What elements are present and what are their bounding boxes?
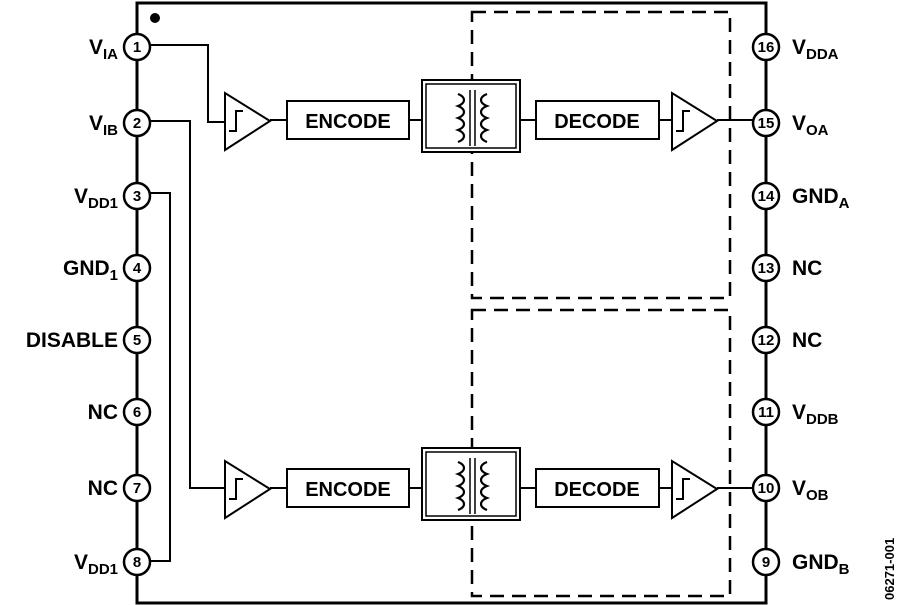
pin-number-7: 7	[133, 480, 141, 497]
pin-label-7: NC	[88, 477, 118, 500]
pin-number-11: 11	[758, 404, 774, 421]
pin-number-9: 9	[762, 554, 770, 571]
schmitt-buffer-b-output	[671, 459, 719, 520]
pin-label-13: NC	[792, 257, 822, 280]
pin-number-16: 16	[758, 39, 775, 56]
channel-b: ENCODE DECODE	[224, 447, 719, 521]
pin-number-10: 10	[758, 480, 775, 497]
pin-circle-7	[122, 473, 152, 503]
encode-block-b	[286, 468, 410, 508]
buffer-triangle	[671, 459, 719, 520]
channel-a: ENCODE DECODE	[224, 79, 719, 153]
buffer-triangle	[224, 459, 272, 520]
pin-number-3: 3	[133, 188, 141, 205]
figure-code: 06271-001	[882, 538, 897, 600]
pin-circle-14	[751, 181, 781, 211]
decode-block-a	[535, 100, 660, 140]
pin-number-14: 14	[758, 188, 775, 205]
pin-circle-11	[751, 397, 781, 427]
pin-circle-2	[122, 108, 152, 138]
pin-number-6: 6	[133, 404, 141, 421]
pin-number-2: 2	[133, 115, 141, 132]
encode-block-a	[286, 100, 410, 140]
pin-number-8: 8	[133, 554, 141, 571]
pin-number-4: 4	[133, 260, 142, 277]
pin-circle-13	[751, 253, 781, 283]
schmitt-buffer-a-output	[671, 91, 719, 152]
pin-number-15: 15	[758, 115, 775, 132]
pin-label-11: VDDB	[792, 401, 839, 428]
schmitt-trigger-icon	[676, 110, 690, 132]
isolation-barrier-b	[470, 308, 732, 598]
pin-label-4: GND1	[63, 257, 118, 284]
pin-label-9: GNDB	[792, 551, 850, 578]
wire-vib-to-buffer-b	[150, 120, 225, 489]
schmitt-buffer-a-input	[224, 91, 272, 152]
pin-label-8: VDD1	[74, 551, 118, 578]
transformer-a	[421, 79, 521, 153]
pin-label-5: DISABLE	[26, 329, 118, 352]
pin-number-5: 5	[133, 332, 141, 349]
buffer-triangle	[671, 91, 719, 152]
secondary-coil	[479, 460, 491, 512]
pin-number-1: 1	[133, 39, 141, 56]
schmitt-trigger-icon	[229, 478, 243, 500]
decode-block-b	[535, 468, 660, 508]
pin-label-3: VDD1	[74, 185, 118, 212]
pin-label-2: VIB	[89, 112, 118, 139]
right-pins	[751, 32, 781, 577]
isolation-barrier-a	[470, 10, 732, 300]
encode-label-b: ENCODE	[305, 479, 391, 501]
pin1-indicator-dot	[150, 13, 160, 23]
pin-circle-4	[122, 253, 152, 283]
pin-circle-6	[122, 397, 152, 427]
pin-circle-3	[122, 181, 152, 211]
schmitt-trigger-icon	[229, 110, 243, 132]
pin-circle-16	[751, 32, 781, 62]
pin-label-10: VOB	[792, 477, 829, 504]
pin-circle-9	[751, 547, 781, 577]
decode-label-a: DECODE	[554, 111, 640, 133]
primary-coil	[454, 92, 466, 144]
package-outline	[135, 1, 768, 605]
wire-via-to-buffer-a	[150, 44, 225, 123]
transformer-b	[421, 447, 521, 521]
pin-circle-12	[751, 325, 781, 355]
pin-circle-15	[751, 108, 781, 138]
pin-label-6: NC	[88, 401, 118, 424]
buffer-triangle	[224, 91, 272, 152]
internal-wiring	[150, 44, 753, 562]
decode-label-b: DECODE	[554, 479, 640, 501]
pin-circle-5	[122, 325, 152, 355]
secondary-coil	[479, 92, 491, 144]
left-pins	[122, 32, 152, 577]
encode-label-a: ENCODE	[305, 111, 391, 133]
schmitt-trigger-icon	[676, 478, 690, 500]
pin-label-14: GNDA	[792, 185, 850, 212]
pin-label-15: VOA	[792, 112, 829, 139]
schmitt-buffer-b-input	[224, 459, 272, 520]
pin-number-12: 12	[758, 332, 775, 349]
pin-circle-1	[122, 32, 152, 62]
pin-number-13: 13	[758, 260, 775, 277]
pin-label-12: NC	[792, 329, 822, 352]
pin-label-16: VDDA	[792, 36, 839, 63]
primary-coil	[454, 460, 466, 512]
wire-vdd1-tie	[150, 192, 171, 562]
pin-label-1: VIA	[89, 36, 118, 63]
